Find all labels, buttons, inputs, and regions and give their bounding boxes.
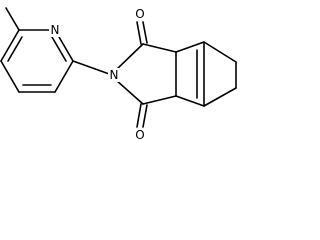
pyridine-n-mask: [49, 23, 61, 37]
bond-bh-bottom-to-alkene: [175, 95, 205, 107]
norbornene-ring: [175, 41, 237, 107]
imide-ring: [115, 43, 177, 105]
bond-py-c4-c5: [0, 60, 20, 93]
carbonyl-o-top-label: O: [135, 7, 144, 21]
bond-imide-n-c-bottom: [115, 79, 144, 105]
structure-diagram: N N O O: [0, 7, 237, 142]
bond-py-c2-c3: [54, 60, 74, 93]
carbonyl-o-bottom-label: O: [135, 128, 144, 142]
pyridine-ring: [0, 29, 74, 93]
bond-py-n-c2-inner: [51, 36, 67, 62]
bond-imide-n-c-top: [115, 43, 144, 71]
bond-methyl: [5, 7, 20, 31]
bond-py-imide: [72, 60, 113, 76]
carbonyl-bottom: [136, 103, 148, 128]
bond-bh-top-to-bridge: [203, 41, 237, 63]
bond-py-c5-c6: [0, 29, 20, 62]
imide-n-label: N: [110, 68, 119, 82]
bond-carbonyl-bottom-b: [142, 104, 148, 128]
bond-py-c5-c6-inner: [7, 36, 23, 62]
imide-n-mask: [108, 68, 121, 82]
bond-carbonyl-top-a: [136, 21, 142, 45]
bond-carbonyl-bottom-a: [136, 103, 142, 128]
bond-bh-bottom-to-bridge: [203, 87, 237, 107]
bond-carbonyl-top-b: [142, 21, 148, 44]
pyridine-n-label: N: [51, 23, 60, 37]
bond-carbonyl-bottom-c-c: [142, 95, 177, 105]
bond-bh-top-to-alkene: [175, 41, 205, 53]
bond-carbonyl-top-c-c: [142, 43, 177, 53]
carbonyl-top: [136, 21, 148, 45]
